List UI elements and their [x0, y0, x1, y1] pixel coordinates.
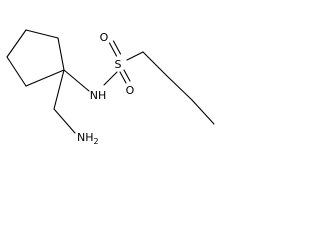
- nh2-label-text: NH: [77, 131, 94, 144]
- ring-bond: [57, 37, 65, 71]
- s-o-top-bond: [112, 40, 122, 55]
- sulfur-label: S: [115, 58, 122, 71]
- nh2-subscript: 2: [94, 137, 99, 146]
- nh-s-bond: [103, 71, 118, 86]
- ch2-nh2-bond: [53, 108, 76, 134]
- cyclopentane-ring: [6, 29, 65, 87]
- c2-c3-bond: [165, 74, 193, 101]
- nh-label: NH: [90, 89, 107, 102]
- c1-c2-bond: [142, 51, 167, 76]
- oxygen-bottom-label: O: [126, 84, 135, 97]
- s-o-bottom-bond: [123, 69, 131, 82]
- chemical-structure: O S O NH NH2: [6, 29, 215, 146]
- c3-c4-bond: [191, 99, 215, 125]
- ring-bond: [6, 56, 27, 87]
- ring-bond: [6, 29, 27, 58]
- s-o-bottom-bond: [119, 71, 127, 84]
- ring-bond: [25, 29, 59, 39]
- c-nh-bond: [63, 69, 90, 92]
- s-o-top-bond: [108, 42, 118, 57]
- s-c1-bond: [126, 51, 144, 61]
- nh2-label: NH2: [77, 131, 99, 146]
- oxygen-top-label: O: [100, 31, 109, 44]
- c-ch2-bond: [53, 69, 65, 110]
- butyl-chain: [126, 51, 215, 125]
- ring-bond: [25, 69, 65, 87]
